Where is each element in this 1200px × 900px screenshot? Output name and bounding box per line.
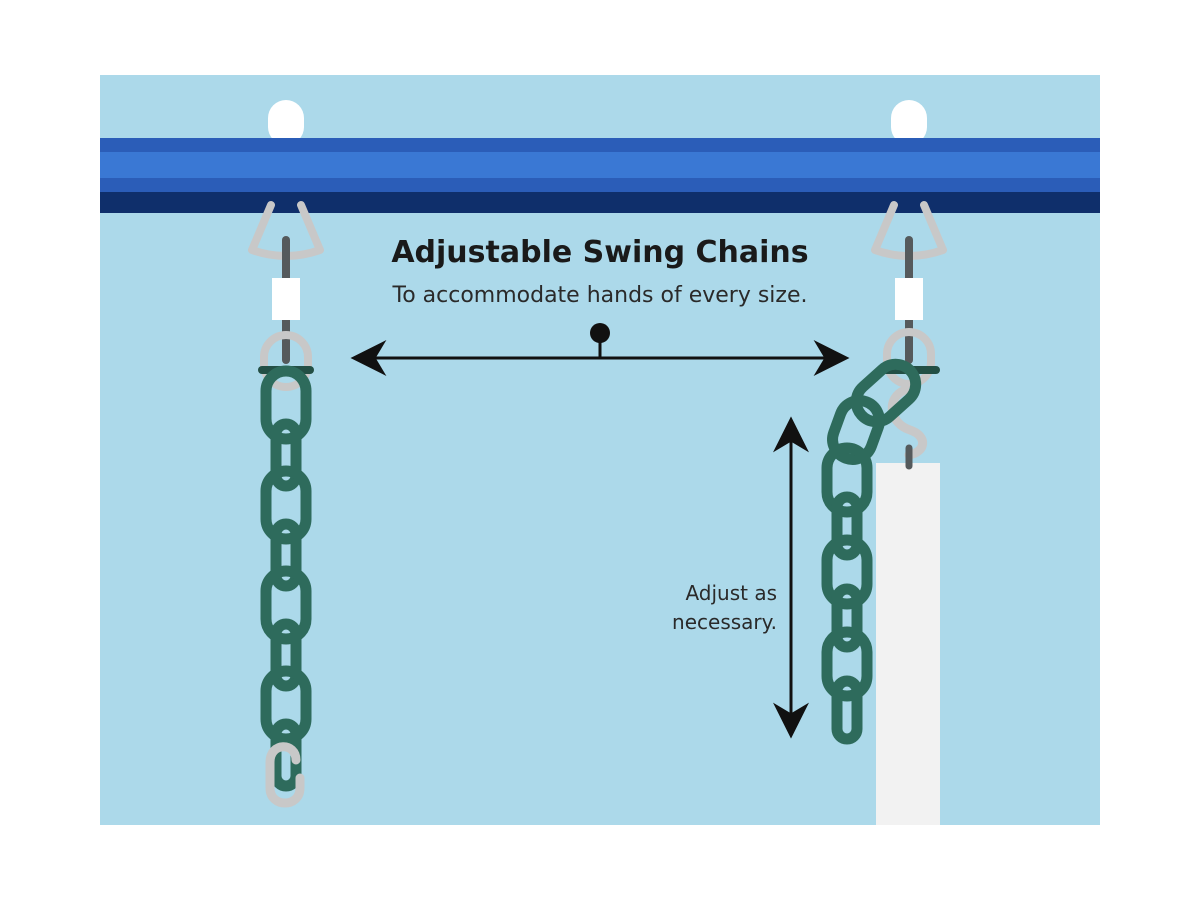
right-chain-diagonal bbox=[827, 358, 922, 465]
chain-link bbox=[270, 618, 302, 692]
chain-link bbox=[831, 675, 863, 745]
chain-link bbox=[831, 583, 863, 653]
chain-link bbox=[270, 418, 302, 492]
chain-link bbox=[260, 365, 312, 445]
left-s-hook-icon bbox=[265, 742, 305, 808]
chain-link bbox=[821, 626, 873, 702]
right-shackle bbox=[883, 328, 935, 388]
chain-link bbox=[821, 442, 873, 518]
chain-link bbox=[831, 491, 863, 561]
chain-link bbox=[260, 465, 312, 545]
chain-link bbox=[260, 665, 312, 745]
right-sleeve bbox=[895, 278, 923, 320]
mount-peg-right bbox=[891, 100, 927, 145]
left-shackle bbox=[260, 331, 312, 391]
right-hanger bbox=[871, 201, 947, 388]
adjust-note-line2: necessary. bbox=[672, 610, 777, 634]
adjust-note-line1: Adjust as bbox=[685, 581, 777, 605]
left-sleeve bbox=[272, 278, 300, 320]
chain-link bbox=[821, 534, 873, 610]
mount-peg-left bbox=[268, 100, 304, 145]
diagram-subtitle: To accommodate hands of every size. bbox=[392, 283, 808, 308]
right-chain bbox=[821, 442, 873, 745]
swing-seat bbox=[876, 463, 940, 825]
right-s-hook-icon bbox=[887, 385, 928, 470]
chain-link bbox=[260, 565, 312, 645]
chain-link bbox=[270, 518, 302, 592]
diagram-title: Adjustable Swing Chains bbox=[391, 235, 808, 270]
top-beam bbox=[100, 138, 1100, 213]
width-arrow bbox=[350, 323, 850, 376]
pivot-dot-icon bbox=[590, 323, 610, 343]
